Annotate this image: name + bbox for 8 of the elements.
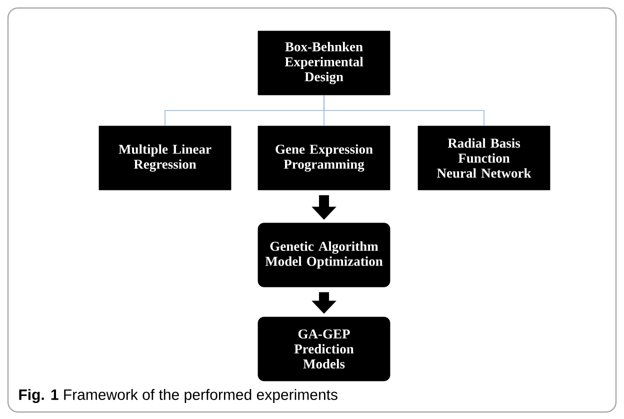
connector-line: [324, 94, 484, 126]
rounded-process-box: GA-GEP Prediction Models: [258, 316, 390, 382]
process-box: Gene Expression Programming: [258, 126, 390, 190]
process-box: Box-Behnken Experimental Design: [258, 30, 390, 96]
process-box: Radial Basis Function Neural Network: [418, 126, 550, 190]
process-box: Multiple Linear Regression: [98, 126, 232, 190]
figure-caption: Fig. 1 Framework of the performed experiments: [19, 388, 338, 404]
rounded-process-box: Genetic Algorithm Model Optimization: [258, 222, 390, 288]
